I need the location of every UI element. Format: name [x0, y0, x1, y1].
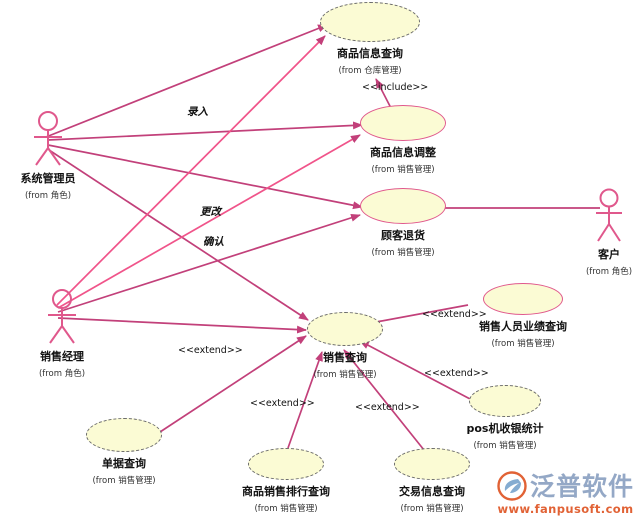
actor-sales-manager[interactable]: 销售经理 (from 角色)	[16, 288, 108, 379]
edge-salesmgr-goods-query	[56, 35, 326, 306]
edge-bill-salesquery	[159, 335, 307, 433]
stereotype-extend-pos: <<extend>>	[355, 402, 420, 413]
edge-label-entry: 录入	[187, 106, 208, 118]
stereotype-extend-trade: <<extend>>	[424, 368, 489, 379]
actor-stick-figure-icon	[596, 188, 622, 242]
stereotype-include: <<include>>	[362, 82, 429, 93]
usecase-bill-query[interactable]: 单据查询 (from 销售管理)	[62, 418, 186, 486]
actor-from-label: (from 角色)	[24, 191, 72, 201]
actor-label: 系统管理员	[20, 172, 76, 185]
actor-from-label: (from 角色)	[585, 267, 633, 277]
usecase-label: 商品销售排行查询	[242, 485, 330, 498]
actor-customer[interactable]: 客户 (from 角色)	[578, 188, 640, 277]
edge-salesmgr-return	[57, 213, 361, 313]
edge-sysadmin-goods-query	[45, 24, 328, 138]
stereotype-extend-staff-perf: <<extend>>	[422, 309, 487, 320]
edge-salesmgr-goods-adjust	[57, 134, 361, 309]
usecase-ellipse	[394, 448, 470, 480]
stereotype-extend-rank: <<extend>>	[250, 398, 315, 409]
usecase-sales-query[interactable]: 销售查询 (from 销售管理)	[285, 312, 405, 380]
edge-sysadmin-sales-query	[48, 149, 309, 321]
usecase-ellipse	[86, 418, 162, 452]
stereotype-extend-bill: <<extend>>	[178, 345, 243, 356]
usecase-label: 顾客退货	[381, 229, 425, 242]
actor-from-label: (from 角色)	[38, 369, 86, 379]
edge-label-modify: 更改	[200, 206, 221, 218]
usecase-ellipse	[469, 385, 541, 417]
usecase-from-label: (from 销售管理)	[371, 248, 435, 258]
usecase-trade-info-query[interactable]: 交易信息查询 (from 销售管理)	[366, 448, 498, 514]
edge-salesmgr-sales-query	[57, 317, 307, 334]
usecase-from-label: (from 仓库管理)	[338, 66, 402, 76]
edge-extend-trade-salesquery	[343, 349, 425, 451]
usecase-from-label: (from 销售管理)	[371, 165, 435, 175]
usecase-ellipse	[248, 448, 324, 480]
usecase-label: 商品信息查询	[337, 47, 403, 60]
usecase-label: 交易信息查询	[399, 485, 465, 498]
usecase-goods-info-query[interactable]: 商品信息查询 (from 仓库管理)	[302, 2, 438, 76]
watermark-url: www.fanpusoft.com	[497, 502, 634, 516]
actor-label: 客户	[598, 248, 620, 261]
usecase-label: 销售查询	[323, 351, 367, 364]
usecase-ellipse	[307, 312, 383, 346]
edge-label-confirm: 确认	[203, 236, 224, 248]
edge-extend-pos-salesquery	[359, 340, 473, 401]
usecase-label: 销售人员业绩查询	[479, 320, 567, 333]
usecase-label: 商品信息调整	[370, 146, 436, 159]
watermark-row: 泛普软件	[497, 471, 634, 501]
usecase-from-label: (from 销售管理)	[473, 441, 537, 451]
fanpu-logo-icon	[497, 471, 527, 501]
actor-label: 销售经理	[40, 350, 84, 363]
actor-sysadmin[interactable]: 系统管理员 (from 角色)	[2, 110, 94, 201]
usecase-goods-sales-rank-query[interactable]: 商品销售排行查询 (from 销售管理)	[216, 448, 356, 514]
usecase-from-label: (from 销售管理)	[254, 504, 318, 514]
usecase-label: 单据查询	[102, 457, 146, 470]
usecase-from-label: (from 销售管理)	[92, 476, 156, 486]
usecase-pos-cashier-statistics[interactable]: pos机收银统计 (from 销售管理)	[437, 385, 573, 451]
usecase-ellipse	[483, 283, 563, 315]
actor-stick-figure-icon	[34, 111, 62, 166]
usecase-customer-return[interactable]: 顾客退货 (from 销售管理)	[335, 188, 471, 258]
edge-sysadmin-return	[47, 144, 363, 210]
usecase-label: pos机收银统计	[466, 422, 544, 435]
usecase-from-label: (from 销售管理)	[313, 370, 377, 380]
actor-stick-figure-icon	[48, 289, 76, 344]
usecase-staff-performance-query[interactable]: 销售人员业绩查询 (from 销售管理)	[445, 283, 601, 349]
usecase-ellipse	[320, 2, 420, 42]
usecase-ellipse	[360, 188, 446, 224]
watermark: 泛普软件 www.fanpusoft.com	[497, 471, 634, 516]
edge-extend-rank-salesquery	[287, 351, 323, 449]
watermark-brand: 泛普软件	[529, 471, 634, 501]
usecase-from-label: (from 销售管理)	[400, 504, 464, 514]
usecase-ellipse	[360, 105, 446, 141]
usecase-goods-info-adjust[interactable]: 商品信息调整 (from 销售管理)	[335, 105, 471, 175]
edge-sysadmin-goods-adjust	[47, 121, 363, 141]
usecase-from-label: (from 销售管理)	[491, 339, 555, 349]
